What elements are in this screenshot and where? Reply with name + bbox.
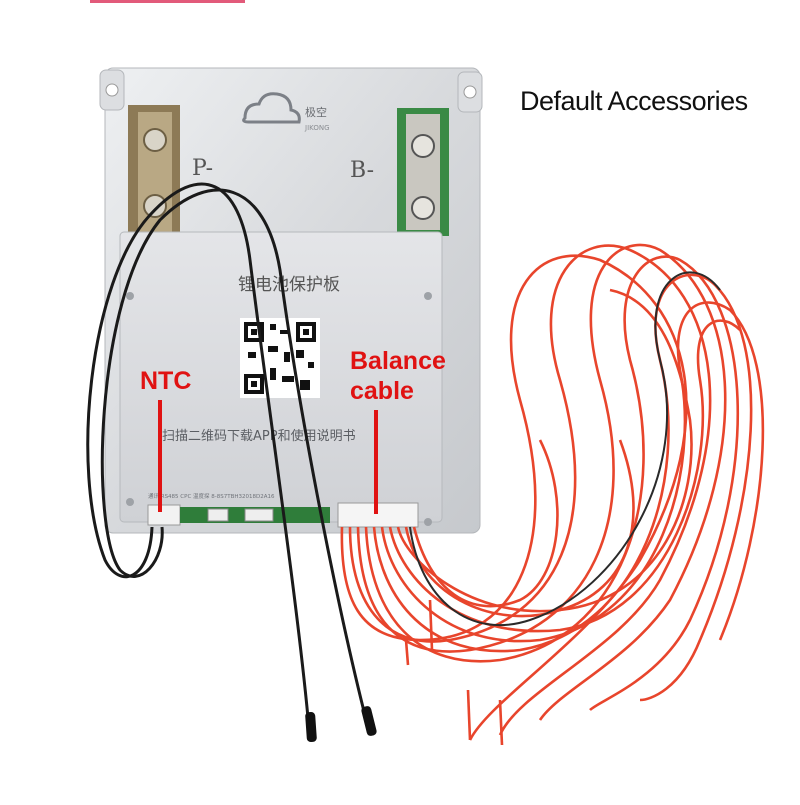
balance-wires <box>340 243 765 741</box>
connector-labels: 通讯 RS485 CPC 温度探 8-8S7TBH32018D2A16 <box>148 492 275 500</box>
ntc-wires <box>86 182 372 741</box>
balance-wire-ends <box>404 599 504 746</box>
qr-code-icon <box>240 318 320 398</box>
connector-strip <box>147 502 419 528</box>
terminal-p-label: P- <box>192 156 213 181</box>
terminal-b-minus <box>397 108 449 236</box>
cloud-logo-icon <box>242 92 301 124</box>
balance-black-wire <box>409 271 721 627</box>
balance-label-line1: Balance <box>350 347 446 375</box>
terminal-b-label: B- <box>350 158 374 183</box>
board-title-cn: 锂电池保护板 <box>238 275 340 295</box>
heading-default-accessories: Default Accessories <box>520 86 748 116</box>
balance-cable-label: Balance cable <box>350 346 446 406</box>
brand-text: 极空 <box>305 105 327 119</box>
top-accent-bar <box>90 0 245 3</box>
terminal-p-minus <box>128 105 180 255</box>
balance-label-line2: cable <box>350 377 414 405</box>
ntc-probe-2 <box>361 706 377 736</box>
brand-sub: JIKONG <box>304 124 330 132</box>
ntc-pointer-line <box>158 400 162 512</box>
balance-pointer-line <box>374 410 378 514</box>
scan-instruction: 扫描二维码下载APP和使用说明书 <box>162 428 356 444</box>
ntc-label: NTC <box>140 367 192 395</box>
ntc-probe-1 <box>305 711 317 743</box>
